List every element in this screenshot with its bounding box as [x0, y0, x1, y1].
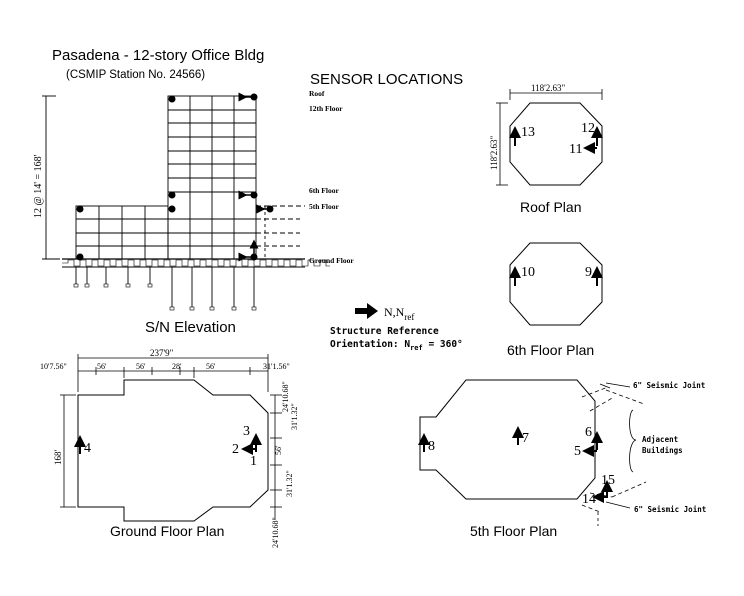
adjacent-line2: Buildings	[642, 446, 683, 455]
ground-dim-top-1: 56'	[97, 362, 107, 371]
sensor-4-label: 4	[84, 441, 91, 456]
sensor-11-label: 11	[569, 142, 582, 157]
roof-plan-dims	[496, 89, 603, 186]
north-label: N,Nref	[384, 305, 414, 322]
adjacent-line1: Adjacent	[642, 435, 678, 444]
elevation-caption: S/N Elevation	[145, 319, 236, 336]
sensor-5-label: 5	[574, 444, 581, 459]
ground-dim-side-4: 31'1.32"	[285, 470, 294, 497]
ground-plan-caption: Ground Floor Plan	[110, 523, 224, 539]
sensor-9-label: 9	[585, 265, 592, 280]
sixth-plan-caption: 6th Floor Plan	[507, 342, 594, 358]
section-title: SENSOR LOCATIONS	[310, 71, 463, 88]
ref-orientation-line1: Structure Reference	[330, 326, 439, 337]
ground-dim-left: 10'7.56"	[40, 362, 67, 371]
page-title: Pasadena - 12-story Office Bldg	[52, 47, 264, 64]
sensor-13-label: 13	[521, 125, 535, 140]
ground-dim-top-2: 56'	[136, 362, 146, 371]
station-label: (CSMIP Station No. 24566)	[66, 69, 205, 81]
sensor-6-label: 6	[585, 425, 592, 440]
ground-dim-height: 168'	[53, 450, 63, 466]
fifth-plan-caption: 5th Floor Plan	[470, 523, 557, 539]
ground-dim-right: 31'1.56"	[263, 362, 290, 371]
ground-dim-side-1: 24'10.68"	[281, 381, 290, 412]
elevation-sensor-markers	[76, 92, 274, 262]
ground-dim-total: 237'9"	[150, 348, 174, 358]
ground-dim-side-5: 24'10.68"	[271, 517, 280, 548]
elevation-height-dim: 12 @ 14' = 168'	[33, 154, 44, 218]
elevation-pile-tips	[73, 283, 257, 311]
roof-plan-caption: Roof Plan	[520, 199, 581, 215]
level-roof: Roof	[309, 89, 325, 98]
roof-plan-outline	[509, 102, 603, 186]
level-12th: 12th Floor	[309, 104, 343, 113]
joint-bottom-label: 6" Seismic Joint	[634, 505, 706, 514]
roof-dim-height: 118'2.63"	[489, 135, 499, 170]
sensor-1-label: 1	[250, 454, 257, 469]
sensor-12-label: 12	[581, 121, 595, 136]
level-ground: Ground Floor	[309, 256, 354, 265]
ground-dim-top-4: 56'	[206, 362, 216, 371]
fifth-plan-outline	[419, 379, 596, 500]
level-6th: 6th Floor	[309, 186, 339, 195]
ground-dim-side-3: 56'	[274, 445, 283, 455]
sensor-8-label: 8	[428, 439, 435, 454]
ground-plan-outline	[77, 379, 269, 522]
sixth-plan-outline	[509, 242, 603, 326]
sensor-3-label: 3	[243, 424, 250, 439]
sensor-2-label: 2	[232, 442, 239, 457]
elevation-drawing	[42, 95, 330, 308]
joint-top-label: 6" Seismic Joint	[633, 381, 705, 390]
ground-plan-dims	[60, 354, 282, 520]
ref-orientation-line2: Orientation: Nref = 360°	[330, 339, 463, 352]
sensor-14-label: 14	[582, 492, 596, 507]
north-arrow-icon	[355, 303, 378, 319]
roof-dim-width: 118'2.63"	[531, 83, 566, 93]
ground-dim-side-2: 31'1.32"	[290, 403, 299, 430]
level-5th: 5th Floor	[309, 202, 339, 211]
ground-dim-top-3: 28'	[172, 362, 182, 371]
sensor-15-label: 15	[601, 473, 615, 488]
sensor-7-label: 7	[522, 431, 529, 446]
sensor-10-label: 10	[521, 265, 535, 280]
